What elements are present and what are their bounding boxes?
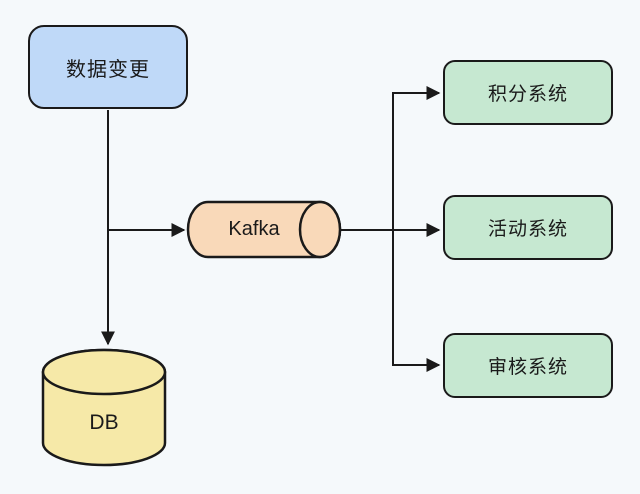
node-data-change: 数据变更 xyxy=(28,25,188,109)
edge-kafka-to-points-system xyxy=(392,86,441,230)
node-activity-system-label: 活动系统 xyxy=(487,219,568,240)
kafka-cylinder-cap xyxy=(298,200,342,259)
edge-kafka-to-audit-system xyxy=(392,230,441,372)
node-data-change-label: 数据变更 xyxy=(66,58,150,81)
node-points-system-label: 积分系统 xyxy=(487,84,568,105)
node-audit-system-label: 审核系统 xyxy=(487,357,568,378)
node-audit-system: 审核系统 xyxy=(443,333,613,398)
node-points-system: 积分系统 xyxy=(443,60,613,125)
node-activity-system: 活动系统 xyxy=(443,195,613,260)
db-cylinder-rim xyxy=(41,348,167,396)
